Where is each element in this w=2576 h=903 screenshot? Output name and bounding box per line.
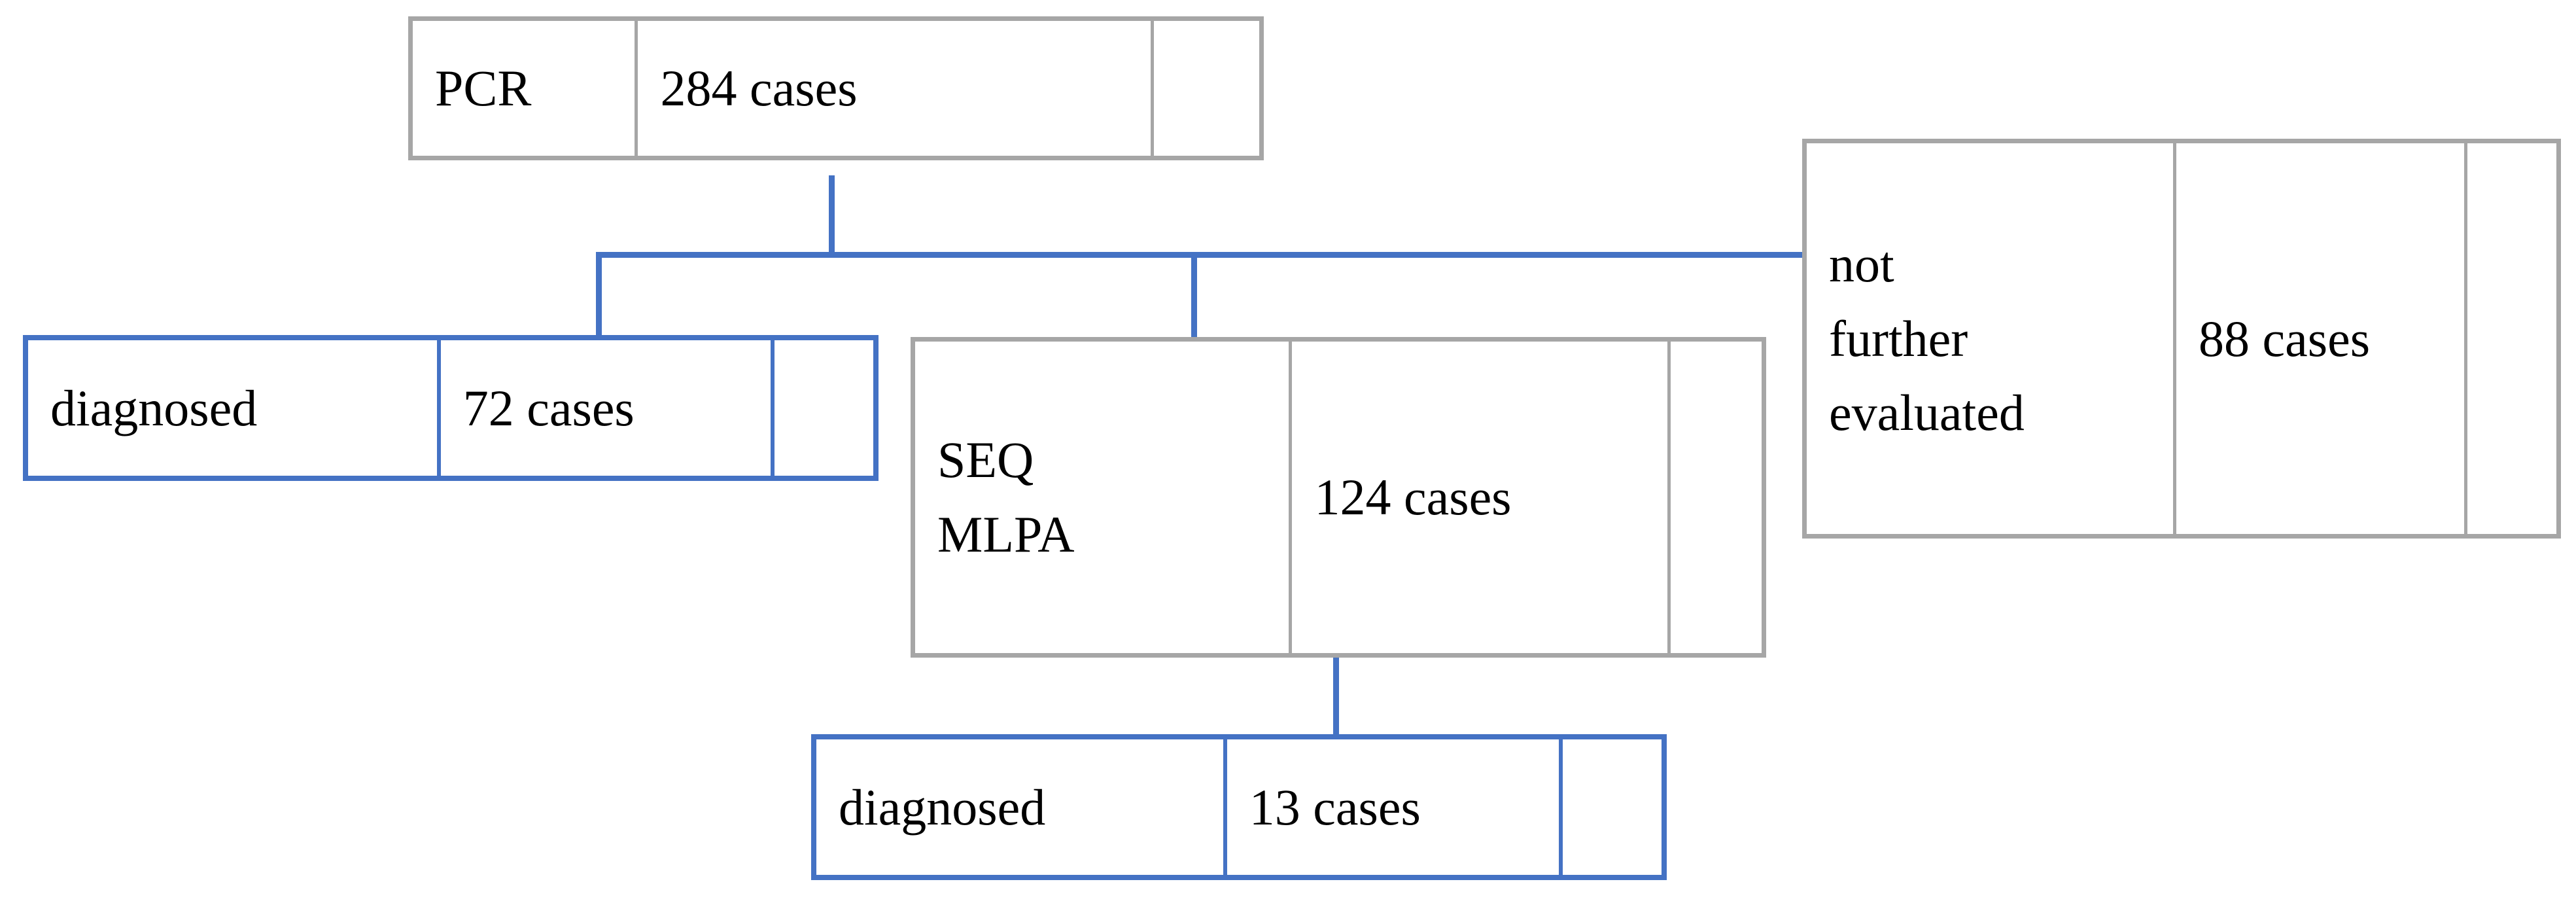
node-not-evaluated[interactable]: not further evaluated 88 cases — [1802, 139, 2561, 539]
node-seq-mlpa-count: 124 cases — [1289, 342, 1667, 653]
node-pcr-label: PCR — [435, 60, 532, 117]
node-seq-diagnosed-label: diagnosed — [839, 778, 1046, 836]
connector-pcr-stem — [829, 175, 835, 257]
node-seq-mlpa-extra — [1667, 342, 1762, 653]
node-seq-diagnosed[interactable]: diagnosed 13 cases — [811, 734, 1667, 880]
node-pcr-diagnosed[interactable]: diagnosed 72 cases — [23, 335, 879, 481]
node-seq-diagnosed-count: 13 cases — [1223, 739, 1559, 875]
node-seq-mlpa[interactable]: SEQ MLPA 124 cases — [911, 337, 1766, 658]
node-pcr-diagnosed-extra — [771, 340, 873, 476]
connector-horizontal-bus — [596, 252, 1803, 258]
node-pcr-count: 284 cases — [635, 21, 1151, 156]
node-pcr-diagnosed-label: diagnosed — [50, 379, 258, 436]
node-not-evaluated-label: not further evaluated — [1829, 235, 2025, 442]
connector-to-seq-mlpa — [1191, 252, 1197, 338]
node-pcr-diagnosed-count: 72 cases — [436, 340, 771, 476]
node-not-evaluated-count: 88 cases — [2173, 143, 2464, 534]
connector-to-diagnosed-72 — [596, 252, 602, 336]
node-pcr[interactable]: PCR 284 cases — [408, 16, 1264, 160]
node-seq-mlpa-label: SEQ MLPA — [937, 431, 1075, 563]
node-seq-diagnosed-extra — [1559, 739, 1662, 875]
node-not-evaluated-extra — [2464, 143, 2556, 534]
connector-to-diagnosed-13 — [1333, 656, 1339, 735]
node-pcr-extra — [1151, 21, 1259, 156]
